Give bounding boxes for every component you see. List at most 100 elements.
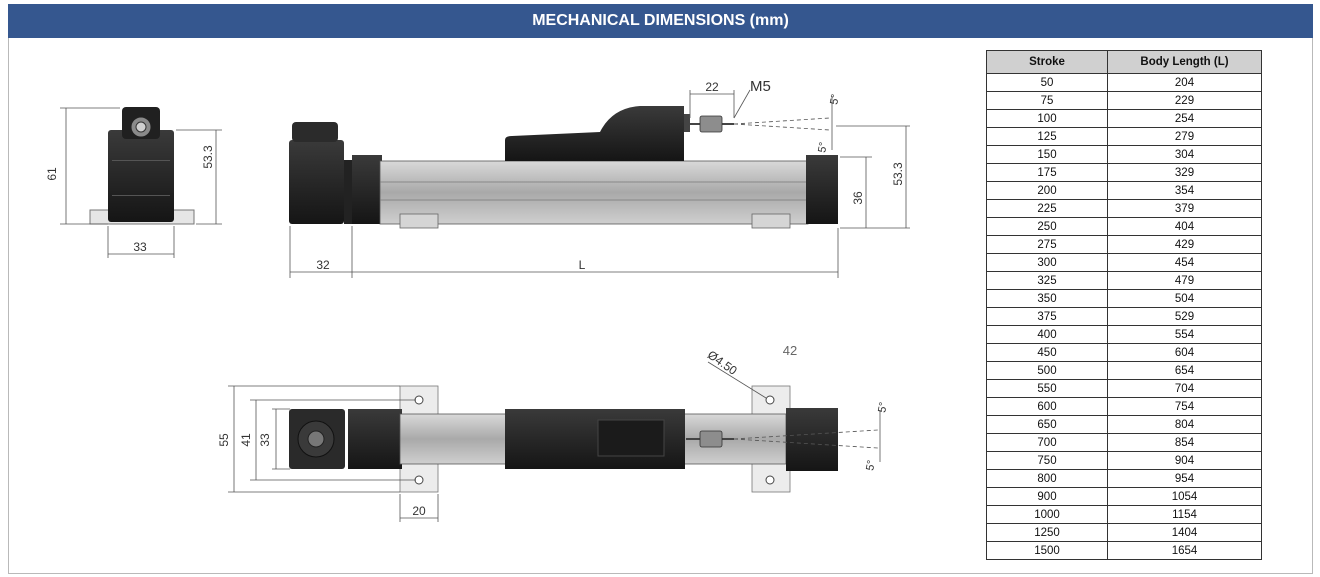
body-length-cell: 1154: [1107, 505, 1262, 524]
side-mount-clamp-right: [751, 213, 791, 229]
top-right-endcap: [786, 408, 838, 471]
stroke-cell: 1250: [986, 523, 1108, 542]
top-left-endcap: [348, 409, 402, 469]
connector-length-label: 32: [316, 258, 330, 272]
stroke-cell: 500: [986, 361, 1108, 380]
body-length-cell: 1054: [1107, 487, 1262, 506]
body-length-cell: 554: [1107, 325, 1262, 344]
body-length-cell: 254: [1107, 109, 1262, 128]
stroke-cell: 1000: [986, 505, 1108, 524]
end-view: [89, 107, 195, 225]
stroke-cell: 450: [986, 343, 1108, 362]
body-length-cell: 404: [1107, 217, 1262, 236]
body-length-cell: 704: [1107, 379, 1262, 398]
body-length-cell: 654: [1107, 361, 1262, 380]
body-length-cell: 1654: [1107, 541, 1262, 560]
stroke-cell: 125: [986, 127, 1108, 146]
end-width-label: 33: [133, 240, 147, 254]
body-length-cell: 279: [1107, 127, 1262, 146]
table-header-body-length: Body Length (L): [1107, 50, 1262, 74]
body-length-cell: 354: [1107, 181, 1262, 200]
rod-joint-icon: [699, 115, 723, 133]
stroke-cell: 325: [986, 271, 1108, 290]
top-angle-top-label: 5°: [876, 401, 890, 413]
body-length-cell: 304: [1107, 145, 1262, 164]
body-length-label: L: [579, 258, 586, 272]
body-length-cell: 1404: [1107, 523, 1262, 542]
stroke-cell: 600: [986, 397, 1108, 416]
stroke-cell: 700: [986, 433, 1108, 452]
stroke-cell: 750: [986, 451, 1108, 470]
side-profile: [379, 160, 809, 225]
stroke-cell: 1500: [986, 541, 1108, 560]
stroke-cell: 200: [986, 181, 1108, 200]
section-title: MECHANICAL DIMENSIONS (mm): [8, 4, 1313, 38]
stroke-cell: 225: [986, 199, 1108, 218]
side-height-label: 53.3: [891, 162, 905, 186]
side-angle-top-label: 5°: [828, 93, 842, 105]
top-angle-bottom-label: 5°: [864, 459, 878, 471]
stroke-cell: 275: [986, 235, 1108, 254]
clamp-length-label: 20: [412, 504, 426, 518]
side-mount-clamp-left: [399, 213, 439, 229]
body-length-cell: 329: [1107, 163, 1262, 182]
stroke-cell: 350: [986, 289, 1108, 308]
side-left-endcap: [352, 155, 382, 224]
mount-hole-icon: [414, 395, 424, 405]
table-header-stroke: Stroke: [986, 50, 1108, 74]
hole-diameter-label: Ø4.50: [705, 348, 740, 378]
rod-offset-label: 22: [705, 80, 719, 94]
side-right-endcap: [806, 155, 838, 224]
side-cursor-housing: [505, 106, 684, 161]
body-length-cell: 854: [1107, 433, 1262, 452]
body-length-cell: 204: [1107, 73, 1262, 92]
stroke-cell: 250: [986, 217, 1108, 236]
overall-width-label: 55: [217, 433, 231, 447]
stroke-cell: 800: [986, 469, 1108, 488]
body-length-cell: 229: [1107, 91, 1262, 110]
stroke-cell: 150: [986, 145, 1108, 164]
top-view: [289, 385, 838, 493]
top-rod-joint-icon: [699, 430, 723, 448]
stroke-cell: 75: [986, 91, 1108, 110]
profile-height-label: 36: [851, 191, 865, 205]
stroke-cell: 100: [986, 109, 1108, 128]
stroke-cell: 175: [986, 163, 1108, 182]
body-length-cell: 804: [1107, 415, 1262, 434]
mechanical-drawing: 61 53.3 33 22 M5: [45, 78, 910, 522]
body-length-cell: 954: [1107, 469, 1262, 488]
stroke-cell: 300: [986, 253, 1108, 272]
end-body-height-label: 53.3: [201, 145, 215, 169]
side-connector-cap: [292, 122, 338, 142]
body-length-cell: 904: [1107, 451, 1262, 470]
clamp-width-label: 41: [239, 433, 253, 447]
stroke-cell: 50: [986, 73, 1108, 92]
stroke-cell: 375: [986, 307, 1108, 326]
side-connector-body: [289, 140, 344, 224]
stroke-cell: 650: [986, 415, 1108, 434]
